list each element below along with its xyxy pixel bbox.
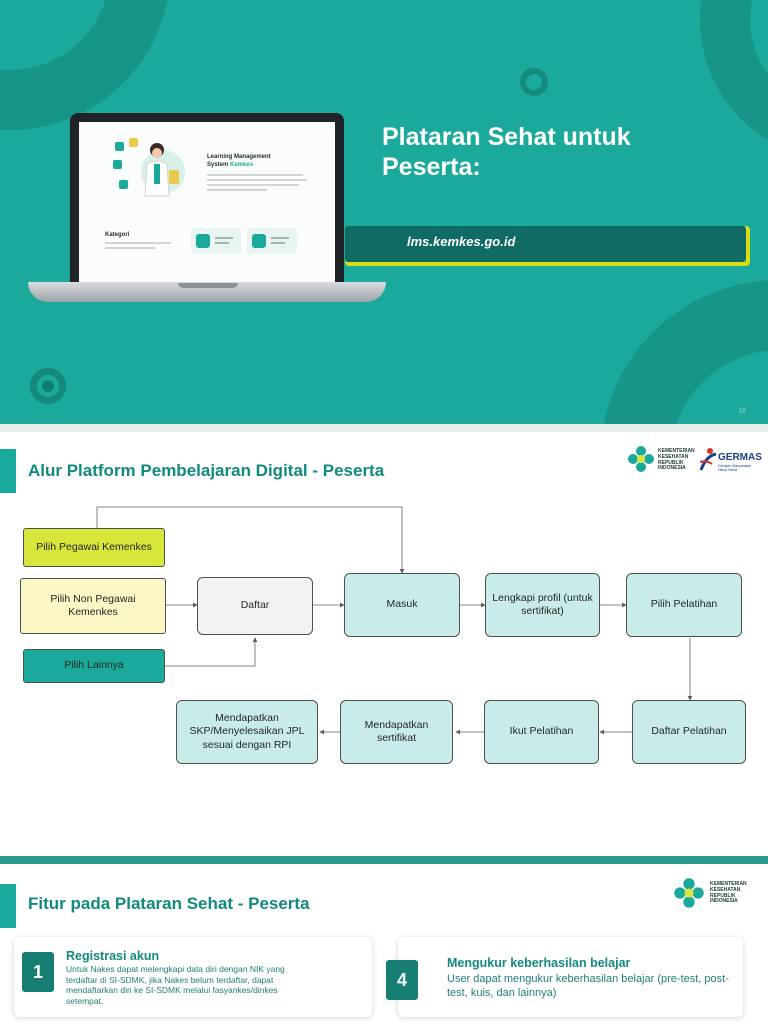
- flow-pilih-lainnya: Pilih Lainnya: [23, 649, 165, 683]
- text-line: [105, 247, 155, 249]
- feature-text: User dapat mengukur keberhasilan belajar…: [447, 973, 729, 999]
- flow-daftar-pelatihan: Daftar Pelatihan: [632, 700, 746, 764]
- feature-number: 4: [386, 960, 418, 1000]
- kategori-card: [191, 228, 241, 254]
- germas-tagline: Gerakan Masyarakat Hidup Sehat: [718, 464, 751, 472]
- germas-logo: GERMAS Gerakan Masyarakat Hidup Sehat: [698, 444, 762, 478]
- feature-number: 1: [22, 952, 54, 992]
- flow-mendapatkan-sertifikat: Mendapatkan sertifikat: [340, 700, 453, 764]
- text-line: [207, 174, 303, 176]
- flow-pilih-non-pegawai: Pilih Non Pegawai Kemenkes: [20, 578, 166, 634]
- laptop-base: [28, 282, 386, 302]
- flow-daftar: Daftar: [197, 577, 313, 635]
- text-line: [271, 237, 289, 239]
- flow-mendapatkan-skp: Mendapatkan SKP/Menyelesaikan JPL sesuai…: [176, 700, 318, 764]
- decor-ring: [30, 368, 66, 404]
- title-accent-bar: [0, 449, 16, 493]
- url-banner-inner: lms.kemkes.go.id: [345, 226, 746, 262]
- slide-fitur: Fitur pada Plataran Sehat - Peserta KEME…: [0, 864, 768, 1024]
- germas-logo-icon: [699, 448, 717, 471]
- slide-title: Fitur pada Plataran Sehat - Peserta: [28, 894, 310, 913]
- url-banner: lms.kemkes.go.id: [345, 226, 750, 266]
- slide-number: 16: [738, 408, 746, 415]
- flow-pilih-pegawai: Pilih Pegawai Kemenkes: [23, 528, 165, 567]
- germas-logo-text: GERMAS: [718, 452, 762, 463]
- flow-pilih-pelatihan: Pilih Pelatihan: [626, 573, 742, 637]
- slide-title: Plataran Sehat untuk Peserta:: [382, 123, 631, 181]
- category-icon: [196, 234, 210, 248]
- text-line: [105, 242, 171, 244]
- feature-card-registrasi: [14, 937, 372, 1017]
- slide-separator: [0, 856, 768, 864]
- lms-url[interactable]: lms.kemkes.go.id: [407, 234, 516, 249]
- decor-ring: [700, 0, 768, 160]
- feature-heading: Mengukur keberhasilan belajar: [447, 956, 631, 970]
- text-line: [207, 189, 267, 191]
- lms-screenshot: Learning Management System Kemkes Katego…: [79, 122, 335, 283]
- slide-separator: [0, 424, 768, 432]
- text-line: [207, 184, 299, 186]
- slide-lms-intro: Learning Management System Kemkes Katego…: [0, 0, 768, 424]
- text-line: [215, 242, 229, 244]
- text-line: [271, 242, 285, 244]
- feature-card-mengukur: [398, 937, 743, 1017]
- kategori-heading: Kategori: [105, 232, 130, 238]
- decor-ring: [0, 0, 170, 130]
- flow-ikut-pelatihan: Ikut Pelatihan: [484, 700, 599, 764]
- slide-alur-platform: Alur Platform Pembelajaran Digital - Pes…: [0, 432, 768, 856]
- decor-ring: [520, 68, 548, 96]
- laptop-screen: Learning Management System Kemkes Katego…: [70, 113, 344, 283]
- feature-text: Untuk Nakes dapat melengkapi data diri d…: [66, 964, 285, 1006]
- flow-masuk: Masuk: [344, 573, 460, 637]
- kemenkes-logo-icon: [628, 446, 654, 472]
- category-icon: [252, 234, 266, 248]
- decor-ring: [600, 280, 768, 424]
- doctor-illustration-icon: [113, 138, 185, 197]
- lms-heading: Learning Management System Kemkes: [207, 154, 271, 168]
- slide-title: Alur Platform Pembelajaran Digital - Pes…: [28, 461, 385, 480]
- laptop-notch: [178, 283, 238, 288]
- feature-heading: Registrasi akun: [66, 949, 160, 963]
- flow-connectors: [96, 506, 693, 735]
- title-accent-bar: [0, 884, 16, 928]
- text-line: [215, 237, 233, 239]
- text-line: [207, 179, 307, 181]
- flow-lengkapi-profil: Lengkapi profil (untuk sertifikat): [485, 573, 600, 637]
- kategori-card: [247, 228, 297, 254]
- kemenkes-logo-icon: [674, 878, 704, 908]
